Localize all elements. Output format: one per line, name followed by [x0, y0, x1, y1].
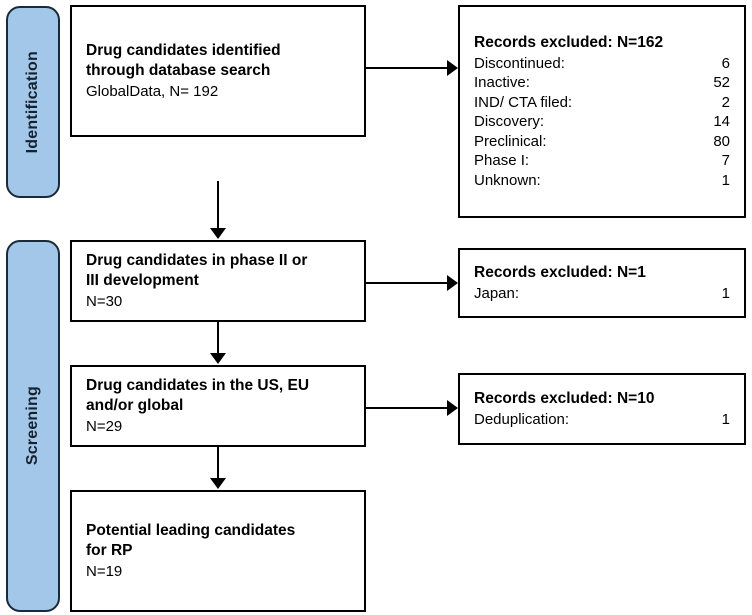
flow-box-identified-count: GlobalData, N= 192: [86, 82, 219, 100]
exclusion-row: Discovery: 14: [474, 112, 730, 132]
exclusion-row-value: 14: [713, 113, 730, 131]
connector-us-eu-global-to-excluded-10: [366, 407, 447, 409]
exclusion-row-label: Inactive:: [474, 74, 530, 92]
exclusion-row-label: Deduplication:: [474, 410, 570, 428]
stage-pill-screening: Screening: [6, 240, 60, 612]
connector-us-eu-global-to-leading-candidates: [217, 447, 219, 478]
exclusion-row-value: 80: [713, 132, 730, 150]
exclusion-box-162: Records excluded: N=162 Discontinued: 6 …: [458, 5, 746, 218]
stage-label-screening: Screening: [24, 386, 41, 466]
exclusion-row-value: 7: [721, 152, 730, 170]
exclusion-row-value: 1: [721, 284, 730, 302]
exclusion-box-1-title: Records excluded: N=1: [474, 263, 646, 281]
flow-box-phase-ii-iii-count: N=30: [86, 292, 123, 310]
exclusion-row-label: Discontinued:: [474, 54, 565, 72]
exclusion-box-162-rows: Discontinued: 6 Inactive: 52 IND/ CTA fi…: [474, 54, 730, 191]
flow-box-leading-candidates-title: Potential leading candidates for RP: [86, 521, 296, 559]
stage-label-identification: Identification: [24, 50, 41, 154]
exclusion-row-value: 1: [721, 410, 730, 428]
exclusion-row-value: 6: [721, 54, 730, 72]
exclusion-row: Deduplication: 1: [474, 410, 730, 430]
exclusion-row-value: 52: [713, 74, 730, 92]
exclusion-row-label: Preclinical:: [474, 132, 547, 150]
connector-arrowhead: [210, 478, 226, 489]
exclusion-row: Unknown: 1: [474, 171, 730, 191]
exclusion-row-label: Unknown:: [474, 171, 541, 189]
connector-identified-to-excluded-162: [366, 67, 447, 69]
flow-box-leading-candidates: Potential leading candidates for RP N=19: [70, 490, 366, 612]
exclusion-row-label: Discovery:: [474, 113, 545, 131]
connector-phase-ii-iii-to-us-eu-global: [217, 322, 219, 353]
flow-box-phase-ii-iii-title: Drug candidates in phase II or III devel…: [86, 251, 308, 289]
exclusion-box-1-rows: Japan: 1: [474, 284, 730, 304]
flow-box-us-eu-global-count: N=29: [86, 417, 123, 435]
connector-arrowhead: [447, 275, 458, 291]
stage-pill-identification: Identification: [6, 6, 60, 198]
exclusion-row: Discontinued: 6: [474, 54, 730, 74]
exclusion-row-value: 2: [721, 93, 730, 111]
exclusion-row-label: IND/ CTA filed:: [474, 93, 573, 111]
exclusion-box-162-title: Records excluded: N=162: [474, 33, 664, 51]
exclusion-row-label: Japan:: [474, 284, 520, 302]
flow-box-us-eu-global-title: Drug candidates in the US, EU and/or glo…: [86, 376, 310, 414]
connector-arrowhead: [447, 60, 458, 76]
flow-box-identified-title: Drug candidates identified through datab…: [86, 41, 281, 79]
connector-phase-ii-iii-to-excluded-1: [366, 282, 447, 284]
connector-identified-to-phase-ii-iii: [217, 181, 219, 229]
exclusion-row: Inactive: 52: [474, 73, 730, 93]
exclusion-row: Japan: 1: [474, 284, 730, 304]
exclusion-box-10-rows: Deduplication: 1: [474, 410, 730, 430]
exclusion-row: Phase I: 7: [474, 151, 730, 171]
exclusion-row-value: 1: [721, 171, 730, 189]
connector-arrowhead: [210, 353, 226, 364]
exclusion-box-10-title: Records excluded: N=10: [474, 389, 655, 407]
flow-box-phase-ii-iii: Drug candidates in phase II or III devel…: [70, 240, 366, 322]
flow-box-us-eu-global: Drug candidates in the US, EU and/or glo…: [70, 365, 366, 447]
exclusion-box-10: Records excluded: N=10 Deduplication: 1: [458, 373, 746, 445]
exclusion-row: Preclinical: 80: [474, 132, 730, 152]
exclusion-row-label: Phase I:: [474, 152, 530, 170]
connector-arrowhead: [210, 228, 226, 239]
flow-box-identified: Drug candidates identified through datab…: [70, 5, 366, 137]
connector-arrowhead: [447, 400, 458, 416]
flow-box-leading-candidates-count: N=19: [86, 562, 123, 580]
exclusion-box-1: Records excluded: N=1 Japan: 1: [458, 248, 746, 318]
exclusion-row: IND/ CTA filed: 2: [474, 93, 730, 113]
